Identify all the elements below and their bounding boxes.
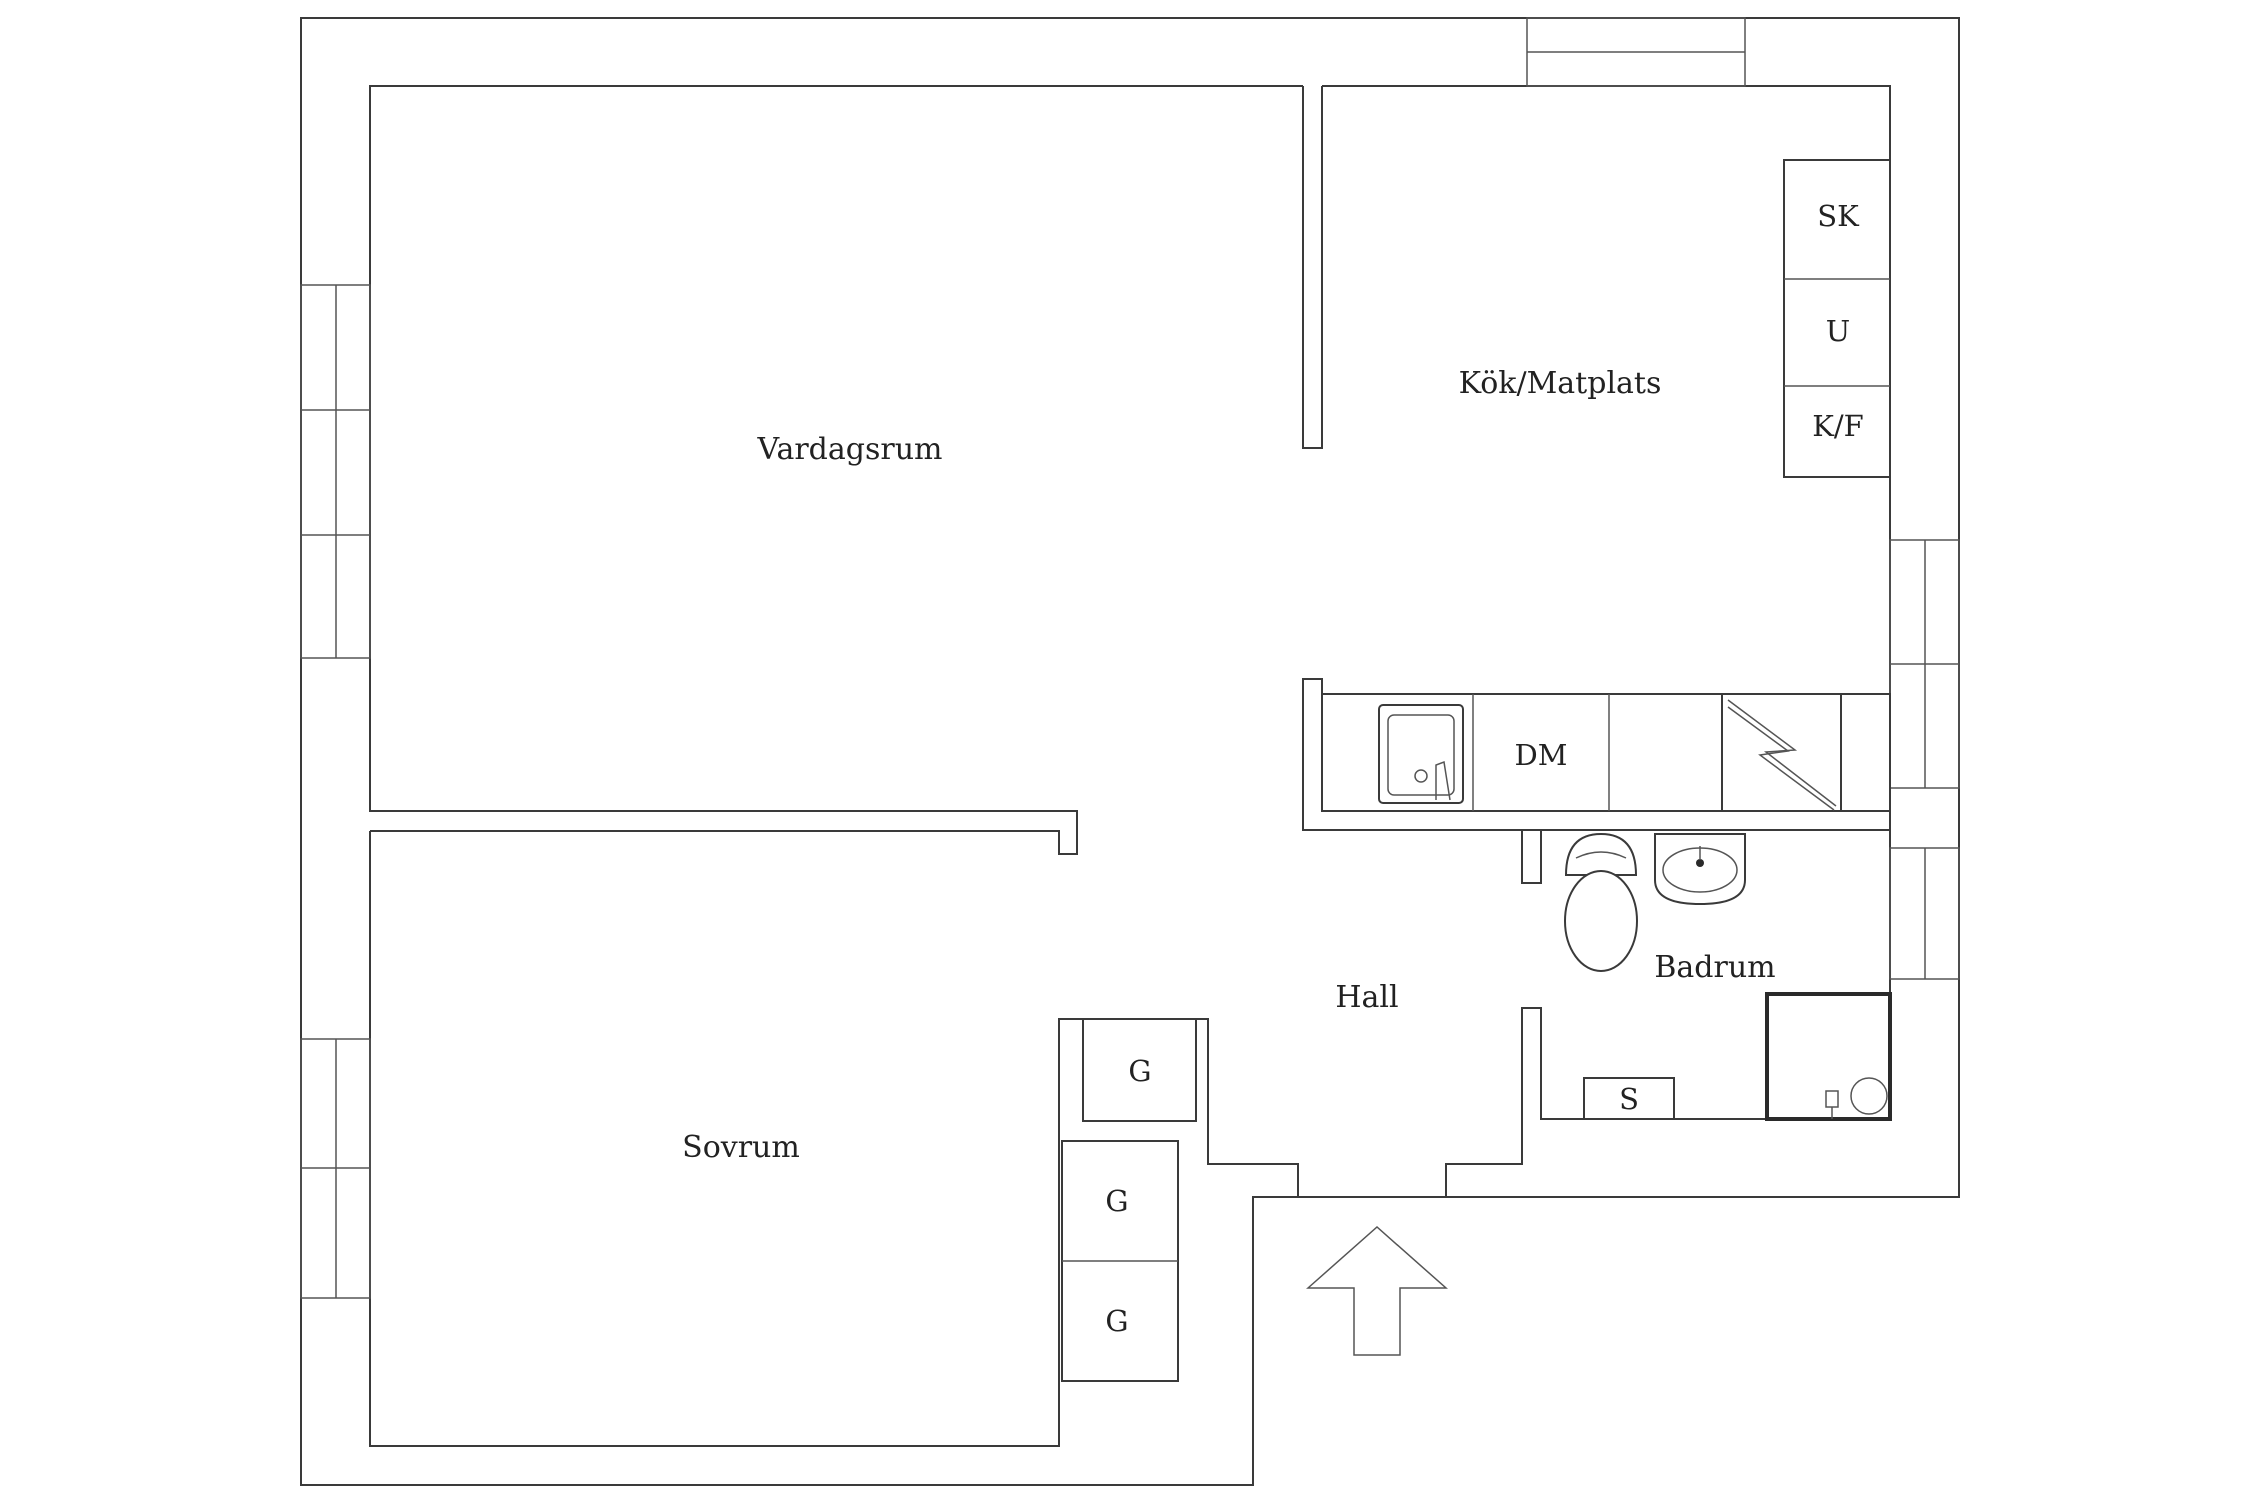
appliance-label-s: S [1619, 1082, 1639, 1116]
window-right-bathroom [1889, 847, 1960, 980]
washer-unit [1583, 1077, 1675, 1120]
room-label-kok: Kök/Matplats [1459, 366, 1662, 401]
toilet-icon [1564, 832, 1638, 972]
window-top [1526, 17, 1746, 87]
room-label-badrum: Badrum [1654, 950, 1775, 985]
window-left-upper [300, 284, 371, 659]
stove-icon [1721, 693, 1842, 812]
outer-wall [300, 17, 1960, 1486]
kitchen-sink-icon [1378, 704, 1464, 804]
washbasin-icon [1654, 833, 1746, 906]
appliance-label-sk: SK [1817, 199, 1860, 233]
appliance-label-u: U [1826, 314, 1850, 348]
kitchen-divider-wall [1302, 86, 1323, 449]
shower-icon [1765, 992, 1892, 1121]
appliance-label-dm: DM [1515, 738, 1568, 772]
kitchen-tall-units [1783, 159, 1891, 478]
kok-wall [1322, 85, 1891, 694]
room-label-sovrum: Sovrum [682, 1130, 800, 1165]
entrance-arrow-icon [1306, 1225, 1448, 1356]
appliance-label-kf: K/F [1812, 409, 1864, 443]
room-label-vardagsrum: Vardagsrum [757, 432, 943, 467]
appliance-label-g1: G [1128, 1054, 1151, 1088]
window-right-kitchen [1889, 539, 1960, 789]
vardagsrum-wall [369, 85, 1303, 855]
appliance-label-g2: G [1105, 1184, 1128, 1218]
appliance-label-g3: G [1105, 1304, 1128, 1338]
wardrobes [1061, 1018, 1197, 1382]
bathroom-divider-wall [1521, 830, 1542, 884]
window-left-lower [300, 1038, 371, 1299]
room-label-hall: Hall [1335, 980, 1398, 1015]
